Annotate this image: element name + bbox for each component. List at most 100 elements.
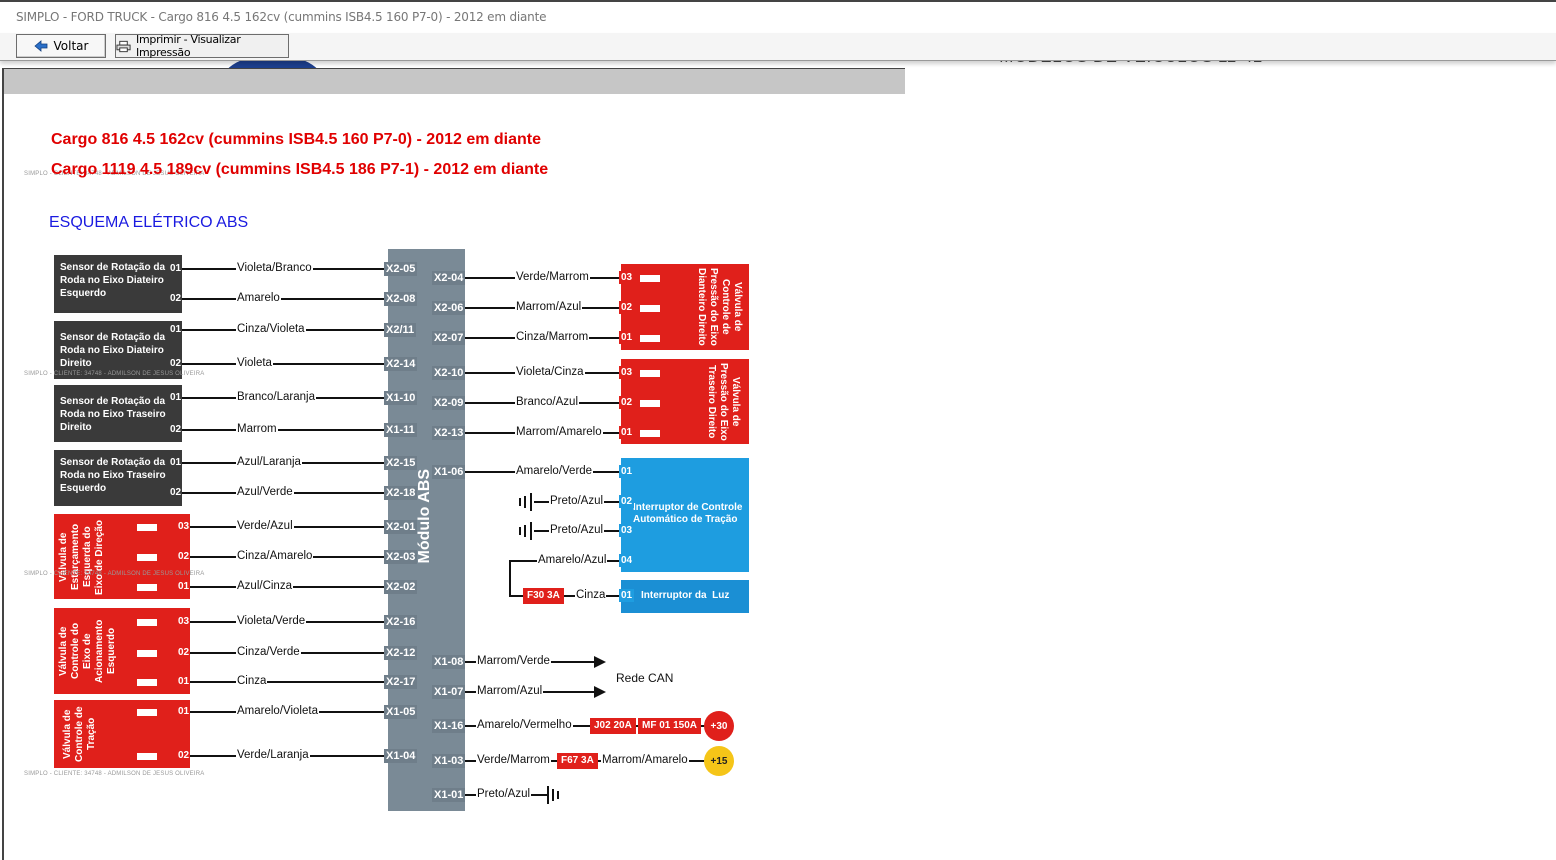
pin-number: 02: [169, 357, 183, 370]
wire-color-label: Marrom/Azul: [476, 685, 544, 698]
solenoid-coil: [640, 305, 660, 312]
pin-number: 02: [177, 646, 191, 659]
pin-number: 01: [177, 705, 191, 718]
solenoid-coil: [137, 753, 157, 760]
back-button[interactable]: Voltar: [16, 34, 106, 58]
terminal-plus30: +30: [704, 711, 734, 741]
watermark: SIMPLO - CLIENTE: 34748 - ADMILSON DE JE…: [24, 171, 205, 177]
wire: [190, 681, 388, 683]
component-label: Sensor de Rotação da Roda no Eixo Trasei…: [60, 457, 166, 494]
ground-icon: [524, 496, 526, 508]
back-arrow-icon: [33, 40, 47, 52]
connector-pin: X2-09: [432, 396, 466, 410]
wire-color-label: Marrom/Azul: [515, 301, 583, 314]
ground-icon: [530, 493, 532, 511]
connector-pin: X2/11: [384, 323, 417, 337]
pin-number: 01: [619, 589, 635, 602]
switch-light: Interruptor da Luz: [621, 580, 749, 613]
pin-number: 03: [619, 524, 635, 537]
switch-auto-traction: Interruptor de Controle Automático de Tr…: [621, 458, 749, 572]
pin-number: 02: [619, 396, 635, 409]
ground-icon: [519, 498, 521, 506]
pin-number: 03: [177, 615, 191, 628]
wire-color-label: Amarelo/Verde: [515, 465, 594, 478]
connector-pin: X2-02: [384, 580, 418, 594]
solenoid-coil: [137, 679, 157, 686]
pin-number: 01: [169, 262, 183, 275]
connector-pin: X2-07: [432, 331, 466, 345]
pin-number: 03: [619, 271, 635, 284]
solenoid-coil: [640, 335, 660, 342]
abs-wiring-diagram: Módulo ABS Sensor de Rotação da Roda no …: [4, 69, 904, 859]
arrow-icon: [594, 686, 606, 698]
heading-model-1: Cargo 816 4.5 162cv (cummins ISB4.5 160 …: [51, 131, 542, 148]
connector-pin: X1-07: [432, 685, 466, 699]
connector-pin: X1-06: [432, 465, 466, 479]
fuse-label: F30 3A: [523, 588, 564, 604]
printer-icon: [116, 40, 131, 52]
component-label: Interruptor da Luz: [641, 590, 730, 601]
wire-color-label: Preto/Azul: [549, 524, 605, 537]
wire: [182, 298, 388, 300]
connector-pin: X2-17: [384, 675, 418, 689]
wire-color-label: Cinza/Violeta: [236, 323, 306, 336]
component-label: Válvula de Estarçamento Esquerda do Eixo…: [58, 519, 105, 595]
wire-color-label: Amarelo/Violeta: [236, 705, 319, 718]
solenoid-coil: [640, 430, 660, 437]
wire-color-label: Azul/Verde: [236, 486, 294, 499]
connector-pin: X2-13: [432, 426, 466, 440]
component-label: Sensor de Rotação da Roda no Eixo Trasei…: [60, 396, 166, 433]
pin-number: 03: [619, 366, 635, 379]
wire: [509, 595, 619, 597]
pin-number: 02: [619, 301, 635, 314]
component-label: Válvula de Controle de Pressão do Eixo D…: [696, 268, 743, 346]
wire-color-label: Amarelo: [236, 292, 281, 305]
wire-color-label: Preto/Azul: [476, 788, 532, 801]
watermark: SIMPLO - CLIENTE: 34748 - ADMILSON DE JE…: [24, 571, 205, 577]
connector-pin: X1-04: [384, 749, 418, 763]
heading-model-2: Cargo 1119 4.5 189cv (cummins ISB4.5 186…: [51, 161, 549, 178]
wire-color-label: Amarelo/Azul: [537, 554, 608, 567]
section-title: ESQUEMA ELÉTRICO ABS: [49, 214, 249, 231]
window-titlebar: SIMPLO - FORD TRUCK - Cargo 816 4.5 162c…: [0, 0, 1556, 33]
ground-icon: [530, 522, 532, 540]
connector-pin: X1-01: [432, 788, 466, 802]
terminal-plus15: +15: [704, 746, 734, 776]
pin-number: 02: [169, 486, 183, 499]
back-button-label: Voltar: [53, 39, 89, 53]
pin-number: 02: [177, 749, 191, 762]
pin-number: 01: [619, 426, 635, 439]
wire-color-label: Verde/Marrom: [476, 754, 551, 767]
wire: [509, 560, 511, 595]
arrow-icon: [594, 656, 606, 668]
ground-icon: [524, 525, 526, 537]
watermark: SIMPLO - CLIENTE: 34748 - ADMILSON DE JE…: [24, 771, 205, 777]
ground-icon: [552, 789, 554, 801]
pin-number: 02: [169, 292, 183, 305]
sensor-rear-right: Sensor de Rotação da Roda no Eixo Trasei…: [54, 385, 182, 442]
wire-color-label: Azul/Laranja: [236, 456, 302, 469]
ground-icon: [557, 791, 559, 799]
wire-color-label: Marrom/Amarelo: [601, 754, 689, 767]
connector-pin: X2-05: [384, 262, 418, 276]
valve-drive-axle-left: Válvula de Controle do Eixo de Acionamen…: [54, 608, 190, 694]
print-preview-button[interactable]: Imprimir - Visualizar Impressão: [115, 33, 289, 59]
abs-module-label: Módulo ABS: [416, 469, 433, 564]
solenoid-coil: [640, 370, 660, 377]
component-label: Válvula de Controle de Tração: [62, 706, 97, 762]
fuse-label: F67 3A: [557, 753, 598, 769]
valve-steering-left: Válvula de Estarçamento Esquerda do Eixo…: [54, 514, 190, 599]
connector-pin: X1-05: [384, 705, 418, 719]
valve-traction-control: Válvula de Controle de Tração: [54, 700, 190, 768]
connector-pin: X1-08: [432, 655, 466, 669]
wire-color-label: Violeta: [236, 357, 273, 370]
can-network-label: Rede CAN: [615, 671, 675, 685]
ground-icon: [519, 527, 521, 535]
pin-number: 01: [169, 323, 183, 336]
connector-pin: X1-16: [432, 719, 466, 733]
wire-color-label: Amarelo/Vermelho: [476, 719, 573, 732]
pin-number: 02: [169, 423, 183, 436]
solenoid-coil: [137, 584, 157, 591]
connector-pin: X2-12: [384, 646, 418, 660]
component-label: Sensor de Rotação da Roda no Eixo Diatei…: [60, 332, 166, 369]
